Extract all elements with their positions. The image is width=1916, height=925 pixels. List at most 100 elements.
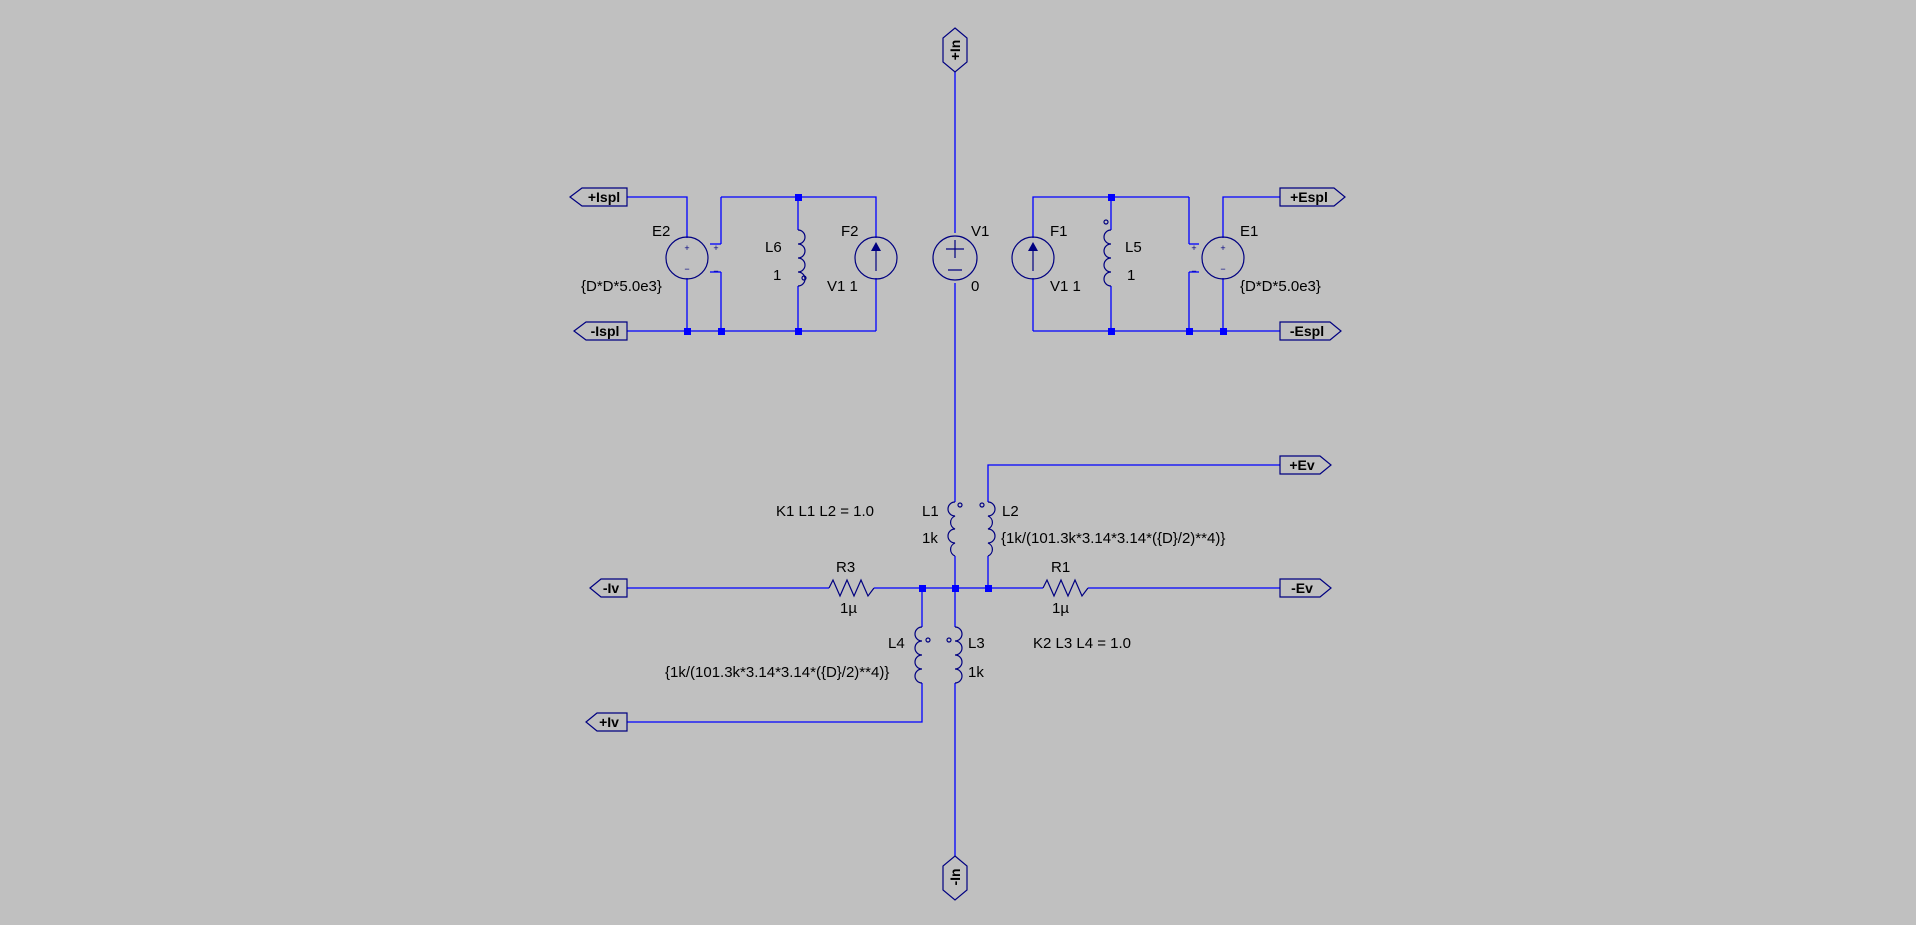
k1-coupling-directive[interactable]: K1 L1 L2 = 1.0 <box>776 503 874 520</box>
junction <box>795 328 802 335</box>
e2-value: {D*D*5.0e3} <box>581 278 662 295</box>
l6-dot-icon <box>801 275 807 281</box>
junction <box>795 194 802 201</box>
f1-value: V1 1 <box>1050 278 1081 295</box>
l6-coil-icon <box>797 229 806 287</box>
port-minus-espl[interactable]: -Espl <box>1279 321 1342 341</box>
r1-name: R1 <box>1051 559 1070 576</box>
junction <box>919 585 926 592</box>
port-minus-in-label: -In <box>947 868 963 885</box>
l5-inductor[interactable] <box>1103 219 1112 287</box>
r3-zigzag-icon <box>828 578 875 598</box>
junction <box>1186 328 1193 335</box>
l1-coil-icon <box>947 501 956 557</box>
port-plus-ev[interactable]: +Ev <box>1279 455 1332 475</box>
l2-inductor[interactable] <box>979 501 996 557</box>
f1-cccs[interactable] <box>1011 236 1055 280</box>
port-plus-in-label: +In <box>947 40 963 61</box>
l4-inductor[interactable] <box>914 626 931 684</box>
r3-value: 1µ <box>840 600 857 617</box>
minus-sign-icon: − <box>1220 264 1225 274</box>
l3-inductor[interactable] <box>946 626 963 684</box>
l5-dot-icon <box>1103 219 1109 225</box>
plus-sign-icon: + <box>713 243 718 253</box>
l2-name: L2 <box>1002 503 1019 520</box>
f1-symbol <box>1011 236 1055 280</box>
junction <box>1108 328 1115 335</box>
port-plus-in[interactable]: +In <box>942 27 968 73</box>
l5-name: L5 <box>1125 239 1142 256</box>
f1-arrowhead-icon <box>1028 242 1038 251</box>
port-plus-espl[interactable]: +Espl <box>1279 187 1346 207</box>
l1-dot-icon <box>957 502 963 508</box>
l1-inductor[interactable] <box>947 501 963 557</box>
f1-name: F1 <box>1050 223 1068 240</box>
l3-name: L3 <box>968 635 985 652</box>
l3-coil-icon <box>954 626 963 684</box>
e1-value: {D*D*5.0e3} <box>1240 278 1321 295</box>
plus-sign-icon: + <box>684 243 689 253</box>
junction <box>952 585 959 592</box>
wire-right-top <box>1032 196 1189 238</box>
r1-zigzag-icon <box>1042 578 1089 598</box>
port-minus-ispl-label: -Ispl <box>591 323 620 339</box>
l5-value: 1 <box>1127 267 1135 284</box>
wire-left-top <box>721 196 877 238</box>
minus-sign-icon: − <box>713 266 718 276</box>
wire-l4-iv <box>627 683 923 723</box>
l6-inductor[interactable] <box>797 229 807 287</box>
f2-arrowhead-icon <box>871 242 881 251</box>
e2-name: E2 <box>652 223 670 240</box>
port-minus-iv[interactable]: -Iv <box>589 578 628 598</box>
v1-symbol <box>932 235 978 281</box>
l3-value: 1k <box>968 664 984 681</box>
e1-vcvs[interactable]: + − + − <box>1191 236 1245 280</box>
l1-name: L1 <box>922 503 939 520</box>
wires <box>627 70 1280 860</box>
e2-symbol <box>665 236 709 280</box>
wire-l2-ev <box>987 464 1280 502</box>
r3-resistor[interactable] <box>828 578 875 598</box>
r3-name: R3 <box>836 559 855 576</box>
port-minus-espl-label: -Espl <box>1290 323 1324 339</box>
port-plus-iv[interactable]: +Iv <box>585 712 628 732</box>
l4-coil-icon <box>914 626 923 684</box>
port-minus-in[interactable]: -In <box>942 855 968 901</box>
l5-coil-icon <box>1103 229 1112 287</box>
k2-coupling-directive[interactable]: K2 L3 L4 = 1.0 <box>1033 635 1131 652</box>
l2-value: {1k/(101.3k*3.14*3.14*({D}/2)**4)} <box>1001 530 1225 547</box>
port-plus-iv-label: +Iv <box>599 714 619 730</box>
port-plus-ev-label: +Ev <box>1289 457 1315 473</box>
v1-polarity-icon <box>946 240 964 271</box>
minus-sign-icon: − <box>684 264 689 274</box>
f2-cccs[interactable] <box>854 236 898 280</box>
port-plus-espl-label: +Espl <box>1290 189 1328 205</box>
l4-dot-icon <box>925 637 931 643</box>
wire-espl-e1 <box>1222 196 1280 238</box>
e1-name: E1 <box>1240 223 1258 240</box>
l4-value: {1k/(101.3k*3.14*3.14*({D}/2)**4)} <box>665 664 889 681</box>
port-minus-ispl[interactable]: -Ispl <box>573 321 628 341</box>
junction <box>684 328 691 335</box>
l4-name: L4 <box>888 635 905 652</box>
minus-sign-icon: − <box>1191 266 1196 276</box>
junction <box>1108 194 1115 201</box>
l6-value: 1 <box>773 267 781 284</box>
port-minus-iv-label: -Iv <box>603 580 620 596</box>
port-plus-ispl-label: +Ispl <box>588 189 620 205</box>
v1-name: V1 <box>971 223 989 240</box>
v1-value: 0 <box>971 278 979 295</box>
f2-name: F2 <box>841 223 859 240</box>
plus-sign-icon: + <box>1220 243 1225 253</box>
junctions <box>684 194 1227 592</box>
v1-voltage-source[interactable] <box>932 235 978 281</box>
plus-sign-icon: + <box>1191 243 1196 253</box>
junction <box>718 328 725 335</box>
port-minus-ev[interactable]: -Ev <box>1279 578 1332 598</box>
e2-vcvs[interactable]: + − + − <box>665 236 719 280</box>
f2-value: V1 1 <box>827 278 858 295</box>
r1-value: 1µ <box>1052 600 1069 617</box>
r1-resistor[interactable] <box>1042 578 1089 598</box>
port-plus-ispl[interactable]: +Ispl <box>569 187 628 207</box>
